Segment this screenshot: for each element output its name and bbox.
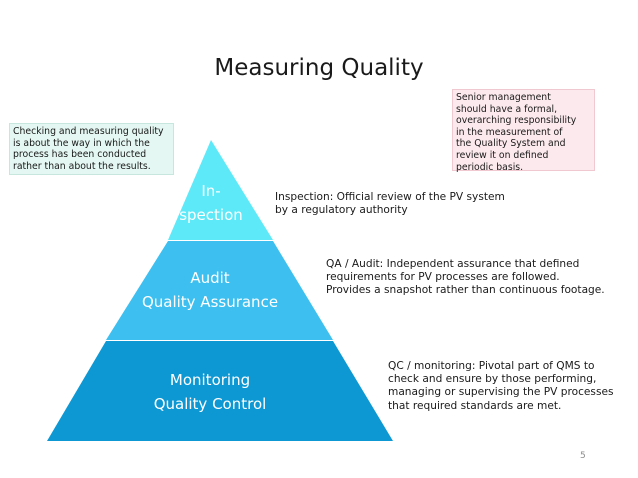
description-audit: QA / Audit: Independent assurance that d… (326, 258, 605, 297)
pyramid-tier-audit (106, 241, 333, 340)
note-quality-measurement: Checking and measuring quality is about … (9, 123, 174, 175)
description-inspection: Inspection: Official review of the PV sy… (275, 191, 505, 217)
note-senior-management: Senior management should have a formal, … (452, 89, 595, 173)
pyramid-tier-monitoring (47, 341, 393, 441)
slide-title: Measuring Quality (214, 55, 424, 81)
pyramid-tier-inspection (168, 140, 273, 240)
description-monitoring: QC / monitoring: Pivotal part of QMS to … (388, 360, 614, 412)
page-number: 5 (580, 451, 586, 461)
tier-label-audit: Audit Quality Assurance (141, 269, 279, 311)
tier-label-inspection: In- spection (179, 182, 243, 224)
tier-label-monitoring: Monitoring Quality Control (153, 371, 267, 413)
